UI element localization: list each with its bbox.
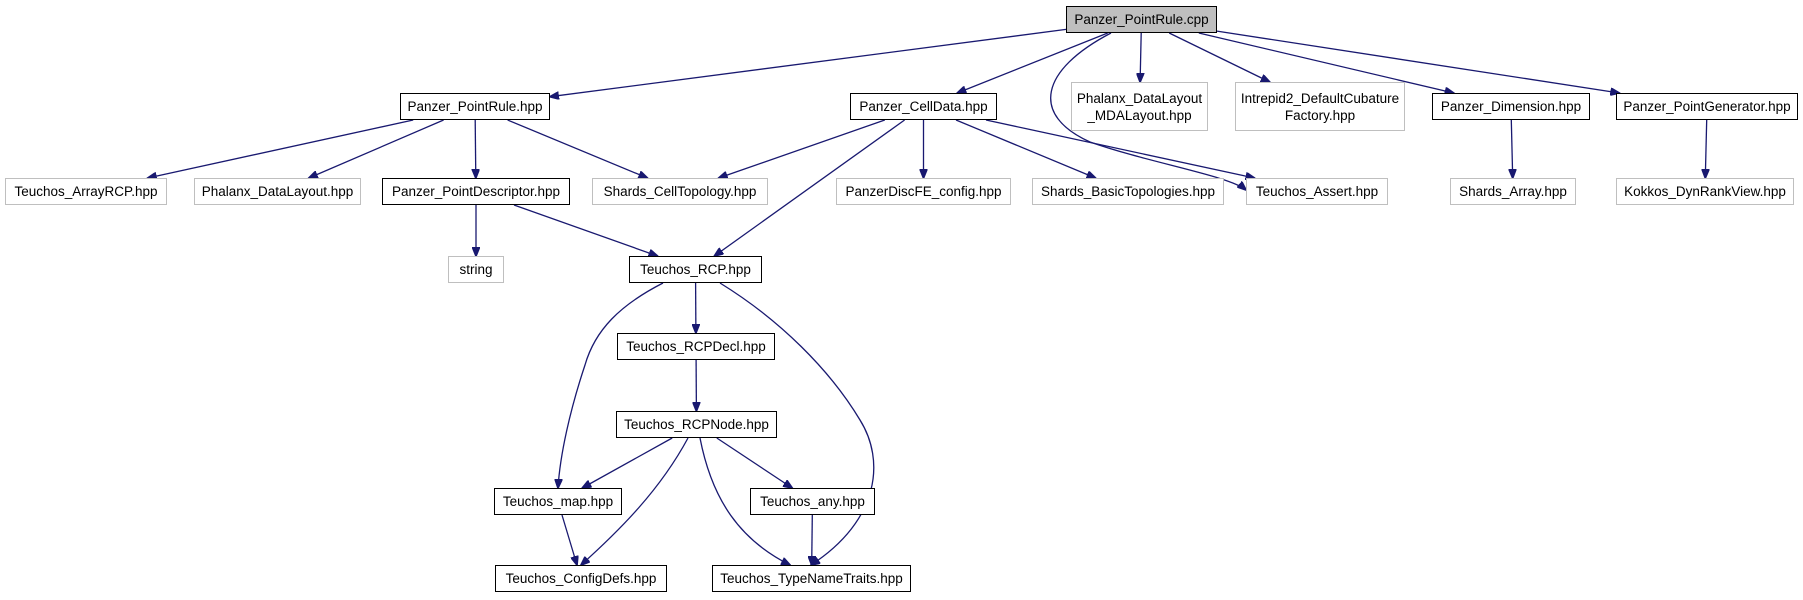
edge-teuchos-rcpnode-hpp-to-teuchos-any-hpp [716, 437, 792, 488]
node-panzer-dimension-hpp[interactable]: Panzer_Dimension.hpp [1432, 93, 1590, 120]
node-teuchos-map-hpp[interactable]: Teuchos_map.hpp [494, 488, 622, 515]
edge-panzer-pointrule-cpp-to-phalanx-datalayout-mdalayout-hpp [1140, 32, 1141, 82]
edge-panzer-pointrule-hpp-to-phalanx-datalayout-hpp [309, 119, 444, 178]
node-string: string [448, 256, 504, 283]
node-kokkos-dynrankview-hpp: Kokkos_DynRankView.hpp [1616, 178, 1794, 205]
node-panzer-pointrule-hpp[interactable]: Panzer_PointRule.hpp [400, 93, 550, 120]
node-panzer-pointdescriptor-hpp[interactable]: Panzer_PointDescriptor.hpp [382, 178, 570, 205]
edge-panzer-pointdescriptor-hpp-to-teuchos-rcp-hpp [513, 204, 658, 256]
node-teuchos-rcpdecl-hpp[interactable]: Teuchos_RCPDecl.hpp [617, 333, 775, 360]
node-panzer-pointrule-cpp[interactable]: Panzer_PointRule.cpp [1066, 6, 1217, 33]
node-teuchos-rcp-hpp[interactable]: Teuchos_RCP.hpp [629, 256, 762, 283]
edge-teuchos-any-hpp-to-teuchos-typenametraits-hpp [812, 514, 813, 565]
edge-panzer-pointrule-cpp-to-panzer-dimension-hpp [1198, 32, 1454, 93]
node-teuchos-arrayrcp-hpp: Teuchos_ArrayRCP.hpp [5, 178, 167, 205]
edge-panzer-pointrule-hpp-to-shards-celltopology-hpp [507, 119, 648, 178]
edge-panzer-celldata-hpp-to-teuchos-assert-hpp [985, 119, 1255, 178]
edge-panzer-dimension-hpp-to-shards-array-hpp [1511, 119, 1512, 178]
node-teuchos-assert-hpp: Teuchos_Assert.hpp [1246, 178, 1388, 205]
node-shards-basictopologies-hpp: Shards_BasicTopologies.hpp [1032, 178, 1224, 205]
node-panzerdiscfe-config-hpp: PanzerDiscFE_config.hpp [836, 178, 1011, 205]
node-teuchos-rcpnode-hpp[interactable]: Teuchos_RCPNode.hpp [616, 411, 777, 438]
edge-panzer-pointgenerator-hpp-to-kokkos-dynrankview-hpp [1705, 119, 1706, 178]
node-shards-array-hpp: Shards_Array.hpp [1450, 178, 1576, 205]
edge-panzer-celldata-hpp-to-shards-celltopology-hpp [719, 119, 886, 178]
edge-teuchos-rcpnode-hpp-to-teuchos-map-hpp [582, 437, 673, 488]
edge-teuchos-map-hpp-to-teuchos-configdefs-hpp [561, 514, 577, 565]
edge-panzer-pointrule-cpp-to-panzer-celldata-hpp [957, 32, 1108, 93]
node-shards-celltopology-hpp: Shards_CellTopology.hpp [592, 178, 768, 205]
edge-teuchos-rcp-hpp-to-teuchos-map-hpp [558, 282, 664, 488]
node-teuchos-any-hpp[interactable]: Teuchos_any.hpp [750, 488, 875, 515]
node-panzer-pointgenerator-hpp[interactable]: Panzer_PointGenerator.hpp [1616, 93, 1798, 120]
edge-teuchos-rcpnode-hpp-to-teuchos-typenametraits-hpp [699, 437, 790, 565]
node-intrepid2-defaultcubaturefactory-hpp: Intrepid2_DefaultCubature Factory.hpp [1235, 82, 1405, 131]
edge-panzer-pointrule-hpp-to-panzer-pointdescriptor-hpp [475, 119, 476, 178]
edge-panzer-pointrule-cpp-to-panzer-pointgenerator-hpp [1216, 30, 1619, 93]
node-phalanx-datalayout-mdalayout-hpp: Phalanx_DataLayout _MDALayout.hpp [1071, 82, 1208, 131]
edge-panzer-pointrule-hpp-to-teuchos-arrayrcp-hpp [148, 119, 414, 178]
edge-panzer-celldata-hpp-to-shards-basictopologies-hpp [955, 119, 1096, 178]
node-phalanx-datalayout-hpp: Phalanx_DataLayout.hpp [194, 178, 361, 205]
edge-panzer-pointrule-cpp-to-panzer-pointrule-hpp [550, 28, 1067, 96]
edge-teuchos-rcpnode-hpp-to-teuchos-configdefs-hpp [581, 437, 689, 565]
edge-panzer-pointrule-cpp-to-intrepid2-defaultcubaturefactory-hpp [1168, 32, 1270, 82]
node-teuchos-typenametraits-hpp[interactable]: Teuchos_TypeNameTraits.hpp [712, 565, 911, 592]
node-teuchos-configdefs-hpp[interactable]: Teuchos_ConfigDefs.hpp [495, 565, 667, 592]
edge-teuchos-rcp-hpp-to-teuchos-typenametraits-hpp [719, 282, 875, 565]
node-panzer-celldata-hpp[interactable]: Panzer_CellData.hpp [850, 93, 997, 120]
edge-panzer-celldata-hpp-to-teuchos-rcp-hpp [714, 119, 905, 256]
